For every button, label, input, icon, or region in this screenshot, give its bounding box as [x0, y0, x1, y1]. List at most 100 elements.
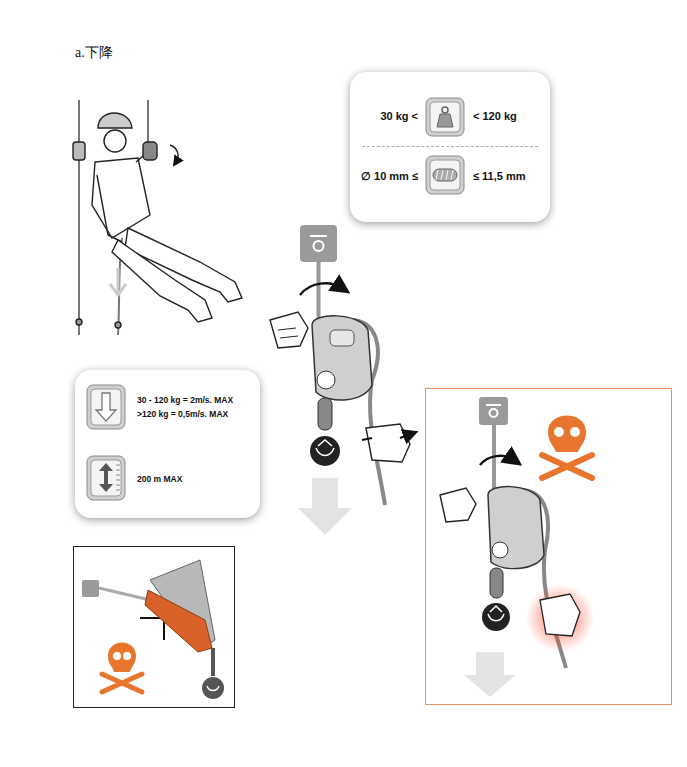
- speed-icon: [86, 384, 126, 430]
- icon-part: [116, 480, 120, 481]
- warning-box-grip-part: [426, 389, 672, 705]
- descender-illustration-part: [318, 398, 332, 430]
- descender-illustration-part: [270, 312, 308, 348]
- warning-box-edge-part: [145, 590, 212, 652]
- skull-warning-part: [548, 416, 586, 453]
- icon-part: [430, 160, 460, 190]
- spec-text: 30 kg <: [380, 110, 418, 123]
- icon-part: [437, 114, 453, 127]
- icon-part: [96, 393, 116, 421]
- icon-part: [433, 169, 457, 181]
- descender-illustration-part: [300, 225, 337, 262]
- skull-warning-part: [570, 427, 580, 437]
- icon-part: [451, 170, 453, 180]
- warning-box-grip-part: [492, 425, 496, 495]
- descender-illustration-part: [316, 440, 334, 456]
- rappeller-figure-part: [112, 240, 212, 322]
- warning-box-grip-part: [480, 456, 514, 465]
- icon-part: [116, 485, 120, 486]
- warning-box-edge-part: [202, 677, 224, 699]
- warning-box-grip-part: [526, 584, 594, 652]
- warning-box-edge: [74, 547, 235, 708]
- icon-part: [436, 170, 438, 180]
- rappeller-figure-part: [143, 142, 157, 160]
- descender-illustration-part: [314, 241, 324, 251]
- rappeller-figure-part: [97, 175, 122, 242]
- warning-box-grip-part: [464, 652, 516, 697]
- rappeller-figure-part: [104, 130, 126, 152]
- icon-part: [91, 389, 121, 425]
- icon-part: [87, 385, 125, 429]
- descender-illustration-part: [310, 436, 340, 466]
- warning-box-edge-part: [74, 547, 235, 708]
- rope-icon: [425, 155, 465, 195]
- skull-warning-part: [102, 674, 142, 692]
- descender-illustration-part: [298, 478, 352, 535]
- spec-text: >120 kg = 0,5m/s. MAX: [137, 409, 228, 419]
- warning-box-edge-part: [99, 588, 150, 600]
- warning-box-grip-part: [490, 568, 503, 598]
- warning-box-edge-part: [211, 648, 215, 676]
- rappeller-figure: [73, 100, 242, 335]
- spec-panel: 30 - 120 kg = 2m/s. MAX >120 kg = 0,5m/s.…: [75, 370, 260, 518]
- descender-illustration-part: [300, 283, 342, 295]
- icon-part: [426, 98, 464, 136]
- icon-part: [426, 156, 464, 194]
- icon-part: [446, 170, 448, 180]
- skull-warning-part: [108, 643, 136, 673]
- length-icon: [86, 455, 126, 501]
- spec-text: ≤ 11,5 mm: [473, 170, 526, 183]
- descender-illustration-part: [362, 434, 411, 440]
- spec-text: 30 - 120 kg = 2m/s. MAX: [137, 395, 233, 405]
- descender-illustration-part: [312, 316, 372, 400]
- icon-part: [87, 456, 125, 500]
- warning-box-grip-part: [486, 404, 501, 406]
- rappeller-figure-part: [76, 319, 82, 325]
- spec-text: < 120 kg: [473, 110, 517, 123]
- descender-illustration-part: [366, 424, 410, 462]
- icon-part: [91, 460, 121, 496]
- rappeller-figure-part: [115, 322, 121, 328]
- icon-part: [442, 107, 448, 113]
- skull-warning-part: [542, 455, 592, 478]
- separator-line: [362, 146, 538, 147]
- warning-box-edge-part: [82, 580, 99, 597]
- warning-box-grip-part: [540, 594, 580, 636]
- icon-part: [116, 470, 120, 471]
- warning-box-grip-part: [488, 606, 504, 621]
- title: a.下降: [75, 44, 113, 62]
- warning-box-grip-part: [482, 603, 510, 631]
- warning-box-grip-part: [490, 409, 498, 417]
- icon-part: [99, 463, 113, 492]
- warning-box-edge-part: [207, 686, 219, 691]
- icon-part: [116, 490, 120, 491]
- warning-box-grip-part: [440, 488, 476, 522]
- icon-part: [116, 465, 120, 466]
- skull-warning: [102, 643, 142, 693]
- warning-box-edge-part: [140, 618, 164, 640]
- descender-illustration-part: [278, 328, 298, 338]
- icon-part: [430, 102, 460, 132]
- rappeller-figure-part: [170, 145, 178, 162]
- warning-box-grip: [426, 389, 672, 705]
- warning-box-grip-part: [479, 397, 508, 425]
- warning-box-grip-part: [492, 542, 508, 558]
- skull-warning-part: [113, 652, 121, 660]
- rappeller-figure-part: [98, 113, 132, 128]
- descender-illustration-part: [317, 371, 335, 389]
- descender-illustration: [270, 225, 411, 535]
- spec-text: ∅ 10 mm ≤: [361, 170, 418, 183]
- rappeller-figure-part: [73, 142, 85, 160]
- spec-text: 200 m MAX: [137, 474, 182, 484]
- skull-warning-part: [123, 652, 131, 660]
- warning-box-grip-part: [488, 487, 544, 569]
- descender-illustration-part: [310, 235, 327, 237]
- descender-illustration-part: [330, 330, 354, 346]
- rappeller-figure-part: [110, 268, 126, 295]
- skull-warning-part: [554, 427, 564, 437]
- rappeller-figure-part: [78, 100, 80, 335]
- spec-panel: 30 kg < < 120 kg ∅ 10 mm ≤ ≤ 11,5 mm: [350, 72, 550, 222]
- skull-warning: [542, 416, 592, 479]
- weight-icon: [425, 97, 465, 137]
- icon-part: [441, 170, 443, 180]
